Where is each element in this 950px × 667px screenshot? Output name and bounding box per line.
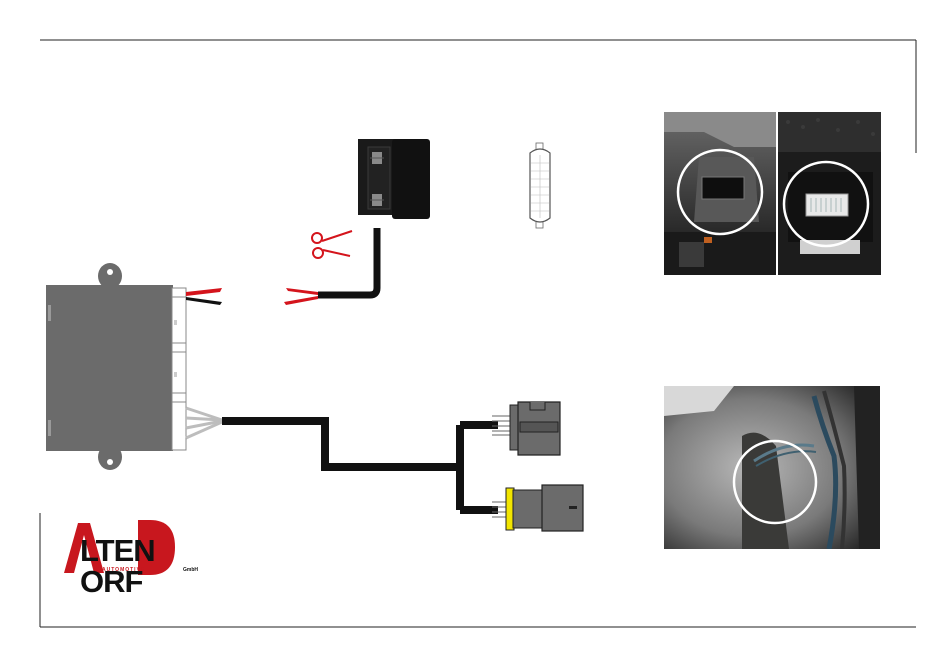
gray-wire-fan <box>186 408 222 438</box>
obd-socket-face <box>530 143 550 228</box>
obd-harness-wire <box>318 228 377 295</box>
module-red-wires <box>186 288 222 305</box>
logo-subline: AUTOMOTIVE <box>102 567 145 573</box>
upper-connector <box>492 402 560 455</box>
logo-wordmark: LTEN ORF <box>80 535 220 597</box>
scissors-icon <box>312 231 352 258</box>
main-harness-wire <box>222 421 460 467</box>
photo-obd-plug <box>778 112 881 275</box>
logo-suffix: GmbH <box>183 567 198 573</box>
harness-red-wires <box>284 288 318 305</box>
control-module <box>46 263 186 470</box>
photo-obd-port <box>664 112 776 275</box>
photo-footwell-harness <box>664 386 880 549</box>
obd-plug <box>358 139 430 219</box>
company-logo: LTEN ORF AUTOMOTIVE GmbH <box>60 515 220 580</box>
lower-connector <box>492 485 583 531</box>
